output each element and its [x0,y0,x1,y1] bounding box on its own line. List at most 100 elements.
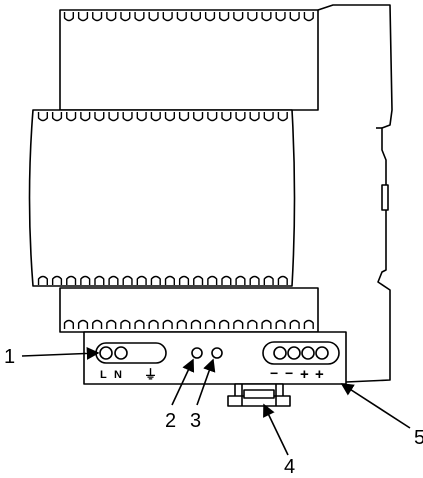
vent-slot [162,319,173,329]
vent-slot [207,275,218,285]
vent-slot [277,275,288,285]
vent-slot [92,12,103,22]
vent-slot [51,275,63,285]
vent-slot [275,12,286,22]
vent-slot [219,319,230,329]
leader-3 [196,358,216,406]
vent-slot [221,112,232,122]
mark-line: L [100,369,107,381]
vent-slot [122,275,133,285]
vent-slot [51,112,63,122]
vent-slot [219,12,230,22]
vent-slot [122,112,133,122]
vent-slot [80,112,91,122]
vent-slot [108,112,119,122]
terminal-screw-l [99,346,113,360]
vent-slot [134,12,145,22]
side-profile [317,4,393,383]
top-housing-section [59,9,319,111]
mark-plus-1: + [300,366,309,383]
vent-slot [289,319,300,329]
terminal-screw-plus-2 [315,346,329,360]
output-terminal-block [262,341,340,365]
vent-slot [150,275,161,285]
vent-slot [263,112,274,122]
vent-slot [275,319,286,329]
vent-slot [120,319,131,329]
vent-slot [37,275,48,285]
callout-leaders [21,347,411,456]
vent-slot [164,112,175,122]
leader-4 [263,403,289,456]
vent-slot [303,12,314,22]
callout-4: 4 [284,456,295,478]
callout-5: 5 [414,427,423,449]
vent-slot [277,112,288,122]
mark-minus-2: − [285,365,293,381]
vent-slot [221,275,232,285]
vent-slot [120,12,131,22]
vent-slot [178,275,190,285]
vent-slot [289,12,300,22]
vent-slot [150,112,161,122]
vent-slot [94,275,105,285]
mark-neutral: N [114,369,122,381]
vent-slot [162,12,173,22]
vent-slot [190,12,201,22]
terminal-screw-n [114,346,128,360]
vent-slot [94,112,105,122]
vent-slot [77,319,89,329]
vent-slot [193,112,204,122]
callout-2: 2 [165,410,176,432]
lower-housing-section [59,287,319,333]
vent-slot [164,275,175,285]
vent-slot [303,319,314,329]
vent-slot [247,319,258,329]
vent-slot [249,275,260,285]
vent-slot [176,319,187,329]
vent-slot [66,112,77,122]
terminal-screw-minus-2 [287,346,301,360]
vent-slot [204,12,216,22]
vent-slot [136,275,147,285]
vent-slot [247,12,258,22]
middle-housing [28,109,296,287]
vent-slot [235,275,246,285]
mark-minus-1: − [270,365,278,381]
vent-slot [190,319,201,329]
vent-slot [249,112,260,122]
voltage-adjust-potentiometer [211,347,223,359]
terminal-markings: L N ⏚ − − + + [100,365,324,383]
vent-slot [148,319,159,329]
vent-slot [263,275,274,285]
callout-1: 1 [4,346,15,368]
vent-slot [92,319,103,329]
vent-slot [66,275,77,285]
vent-slot [106,12,117,22]
mark-plus-2: + [315,366,324,383]
terminal-screw-minus-1 [273,346,287,360]
leader-1 [21,347,100,360]
terminal-front-panel [83,331,347,385]
middle-top-vent-slots [37,112,288,122]
leader-5 [340,383,411,429]
vent-slot [261,12,272,22]
middle-housing-section [28,109,296,287]
vent-slot [108,275,119,285]
vent-slot [63,319,74,329]
vent-slot [80,275,91,285]
vent-slot [178,112,190,122]
vent-slot [77,12,89,22]
mark-ground: ⏚ [144,367,157,382]
vent-slot [233,319,244,329]
vent-slot [176,12,187,22]
terminal-screw-plus-1 [301,346,315,360]
vent-slot [261,319,272,329]
vent-slot [235,112,246,122]
top-vent-slots [63,12,314,22]
vent-slot [134,319,145,329]
vent-slot [193,275,204,285]
top-housing [59,9,319,111]
